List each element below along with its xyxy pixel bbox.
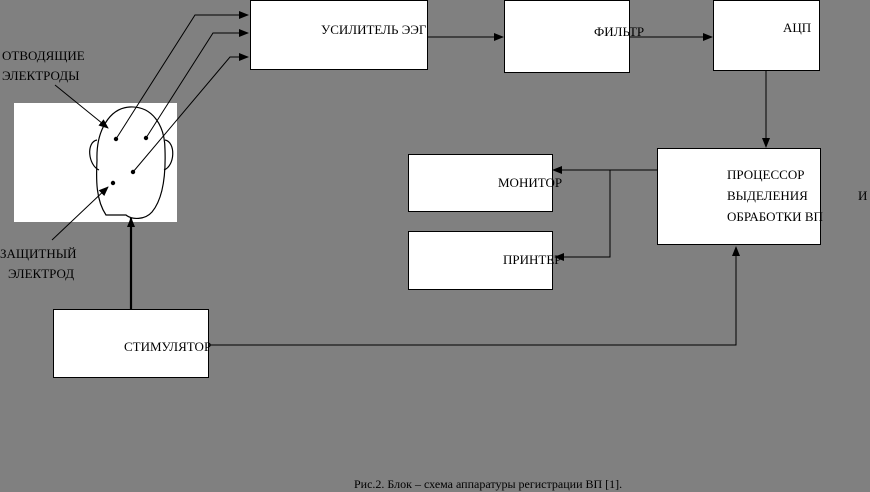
stimulator-block <box>53 309 209 378</box>
monitor-label: МОНИТОР <box>498 175 563 190</box>
monitor-block <box>408 154 553 212</box>
ground-label-line2: ЭЛЕКТРОД <box>8 266 75 281</box>
head-illustration-panel <box>14 103 177 222</box>
amplifier-block <box>250 0 428 70</box>
adc-label: АЦП <box>783 20 812 35</box>
printer-label: ПРИНТЕР <box>503 252 562 267</box>
filter-label: ФИЛЬТР <box>594 24 645 39</box>
processor-label-line3: ОБРАБОТКИ ВП <box>727 209 823 224</box>
electrodes-label-line2: ЭЛЕКТРОДЫ <box>2 68 80 83</box>
electrodes-label-line1: ОТВОДЯЩИЕ <box>2 48 85 63</box>
processor-label-line2a: ВЫДЕЛЕНИЯ <box>727 188 808 203</box>
printer-block <box>408 231 553 290</box>
ground-pointer <box>51 186 109 241</box>
ground-label-line1: ЗАЩИТНЫЙ <box>0 246 77 261</box>
filter-block <box>504 0 630 73</box>
electrodes-pointer <box>54 84 109 129</box>
processor-label-line1: ПРОЦЕССОР <box>727 167 805 182</box>
amplifier-label: УСИЛИТЕЛЬ ЭЭГ <box>321 22 427 37</box>
stimulator-label: СТИМУЛЯТОР <box>124 339 212 354</box>
figure-caption: Рис.2. Блок – схема аппаратуры регистрац… <box>354 477 623 491</box>
head-icon <box>89 106 174 219</box>
adc-block <box>713 0 820 71</box>
processor-label-line2b: И <box>858 188 868 203</box>
processor-block <box>657 148 821 245</box>
